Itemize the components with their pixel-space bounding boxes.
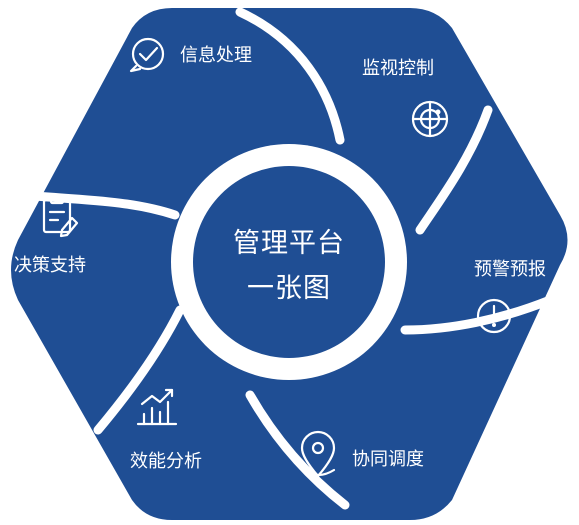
bar-chart-icon — [136, 388, 178, 426]
chat-check-icon — [129, 37, 165, 73]
swirl-separators — [17, 7, 555, 510]
center-circle — [193, 166, 385, 358]
center-title-line1: 管理平台 — [233, 228, 345, 259]
segment-information-processing[interactable]: 信息处理 — [129, 37, 252, 73]
segment-label: 协同调度 — [352, 449, 424, 470]
segment-label: 决策支持 — [14, 255, 86, 276]
segment-label: 效能分析 — [130, 451, 202, 472]
segment-coordinated-dispatch[interactable]: 协同调度 — [300, 430, 424, 478]
segment-monitoring-control[interactable]: 监视控制 — [362, 58, 449, 138]
segment-label: 信息处理 — [180, 45, 252, 66]
alert-icon — [476, 298, 512, 334]
clipboard-edit-icon — [42, 194, 79, 238]
segment-label: 预警预报 — [474, 259, 546, 280]
location-pin-icon — [300, 430, 336, 478]
segment-decision-support[interactable]: 决策支持 — [14, 194, 86, 276]
segment-label: 监视控制 — [362, 58, 434, 79]
center-title-line2: 一张图 — [247, 273, 331, 304]
segment-early-warning[interactable]: 预警预报 — [474, 259, 546, 334]
segment-performance-analysis[interactable]: 效能分析 — [130, 388, 202, 472]
radar-icon — [411, 100, 449, 138]
